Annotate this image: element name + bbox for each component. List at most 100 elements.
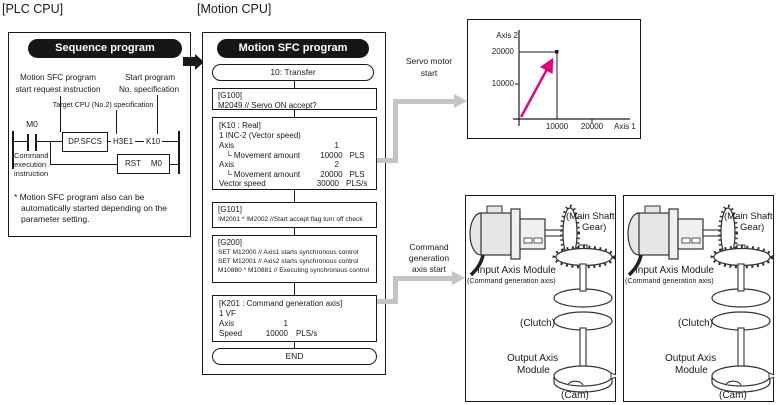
shaft-lower — [737, 327, 745, 369]
target-cpu-label: Target CPU (No.2) specification — [52, 100, 154, 109]
rst-mnemonic: RST — [125, 159, 141, 168]
y-tick-label-20000: 20000 — [491, 47, 514, 56]
servo-start-label-line1: Servo motor — [405, 56, 453, 66]
ladder-rung-2 — [50, 164, 178, 166]
sfc-block-k10: [K10 : Real] 1 INC-2 (Vector speed) Axis… — [212, 117, 377, 190]
command-arrow-riser — [393, 276, 398, 304]
clutch-disc-lower — [711, 311, 771, 331]
command-exec-label-line3: instruction — [14, 169, 49, 178]
command-arrow-tail — [377, 299, 398, 304]
g200-line3: M10880 * M10881 // Executing synchronous… — [218, 267, 370, 275]
shaft-lower — [579, 327, 587, 369]
cam-icon — [553, 365, 616, 393]
cam-icon — [711, 365, 774, 393]
start-program-label-line1: Start program — [124, 73, 176, 82]
contact-m0-label: M0 — [26, 119, 38, 129]
command-exec-label-line2: execution — [14, 160, 47, 169]
command-generation-axis-label: (Command generation axis) — [625, 276, 714, 285]
cam-label: (Cam) — [719, 390, 747, 401]
servo-arrow-tail — [377, 158, 398, 163]
g101-line: !M2001 * !M2002 //Start accept flag turn… — [218, 216, 363, 223]
k201-subtitle: 1 VF — [219, 309, 236, 318]
command-axis-label-line3: axis start — [411, 264, 446, 274]
clutch-label: (Clutch) — [678, 318, 713, 329]
x-tick-label-20000: 20000 — [580, 122, 604, 131]
sfc-block-k201: [K201 : Command generation axis] 1 VF Ax… — [212, 295, 377, 342]
x-axis-label: Axis 1 — [614, 122, 636, 131]
clutch-disc-lower — [553, 311, 613, 331]
clutch-label: (Clutch) — [520, 318, 555, 329]
g200-line2: SET M12001 // Axis2 starts synchronous c… — [218, 258, 359, 266]
main-shaft-gear-label-line2: Gear) — [582, 222, 606, 233]
k10-title: [K10 : Real] — [219, 121, 261, 130]
leader-line-start-request — [60, 96, 61, 132]
synchronous-mechanism-2: (Main Shaft Gear) Input Axis Module (Com… — [625, 204, 774, 401]
shaft-upper — [737, 263, 745, 292]
g200-line1: SET M12000 // Axis1 starts synchronous c… — [218, 249, 359, 256]
contact-bar-left — [27, 134, 29, 151]
main-shaft-gear-label-line1: (Main Shaft — [724, 211, 773, 222]
shaft-upper — [579, 263, 587, 292]
output-axis-module-label-line2: Module — [675, 365, 708, 376]
servo-motor-icon — [627, 205, 704, 277]
sfc-connector-2 — [294, 110, 296, 117]
sfc-connector-3 — [294, 190, 296, 202]
servo-arrow-riser — [393, 99, 398, 163]
start-request-label-line2: start request instruction — [15, 85, 101, 94]
y-axis-label: Axis 2 — [496, 31, 518, 40]
cam-label: (Cam) — [561, 390, 589, 401]
main-shaft-gear-label-line1: (Main Shaft — [566, 211, 615, 222]
h3e1-operand: H3E1 — [111, 136, 136, 148]
command-arrow-head-icon — [452, 271, 465, 285]
plc-cpu-section-label: [PLC CPU] — [2, 2, 64, 16]
sfc-block-g100: [G100] M2049 // Servo ON accept? — [212, 88, 377, 110]
sfc-step-transfer: 10: Transfer — [212, 64, 374, 81]
x-tick-label-10000: 10000 — [545, 122, 569, 131]
contact-bar-right — [35, 134, 37, 151]
sfc-block-g200: [G200] SET M12000 // Axis1 starts synchr… — [212, 235, 377, 283]
sfc-connector-1 — [294, 81, 296, 88]
servo-motor-icon — [469, 205, 546, 277]
output-axis-module-label-line1: Output Axis — [507, 353, 558, 364]
command-exec-label-line1: Command — [14, 151, 49, 160]
ladder-left-rail — [12, 131, 14, 169]
output-axis-module-label-line2: Module — [517, 365, 550, 376]
servo-arrow-head-icon — [454, 94, 467, 108]
rst-operand: M0 — [150, 159, 162, 168]
command-generation-axis-label: (Command generation axis) — [467, 276, 556, 285]
sfc-connector-5 — [294, 283, 296, 295]
motion-cpu-section-label: [Motion CPU] — [197, 2, 272, 16]
footnote-line1: * Motion SFC program also can be — [14, 192, 145, 202]
g200-title: [G200] — [218, 238, 243, 247]
start-request-label-line1: Motion SFC program — [20, 73, 96, 82]
servo-arrow-shaft — [396, 99, 454, 104]
leader-line-start-program — [157, 95, 158, 134]
synchronous-mechanism-1: (Main Shaft Gear) Input Axis Module (Com… — [467, 204, 616, 401]
command-axis-label-line2: generation — [408, 253, 450, 263]
sfc-connector-4 — [294, 228, 296, 235]
k10-operand: K10 — [144, 136, 163, 148]
sequence-program-header: Sequence program — [28, 39, 182, 58]
servo-start-label-line2: start — [420, 68, 438, 78]
clutch-disc-upper — [553, 288, 613, 308]
y-tick-label-10000: 10000 — [491, 79, 514, 88]
start-program-label-line2: No. specification — [118, 85, 180, 94]
output-axis-module-label-line1: Output Axis — [665, 353, 716, 364]
k201-title: [K201 : Command generation axis] — [219, 299, 343, 308]
rst-instruction-box: RST M0 — [117, 154, 170, 174]
sfc-step-end: END — [212, 348, 377, 365]
input-axis-module-label: Input Axis Module — [635, 265, 714, 276]
sfc-connector-6 — [294, 342, 296, 348]
leader-line-target-cpu — [116, 110, 117, 134]
vector-move-arrow — [519, 57, 554, 118]
g100-line: M2049 // Servo ON accept? — [218, 101, 317, 110]
vector-chart-plot — [513, 30, 630, 126]
